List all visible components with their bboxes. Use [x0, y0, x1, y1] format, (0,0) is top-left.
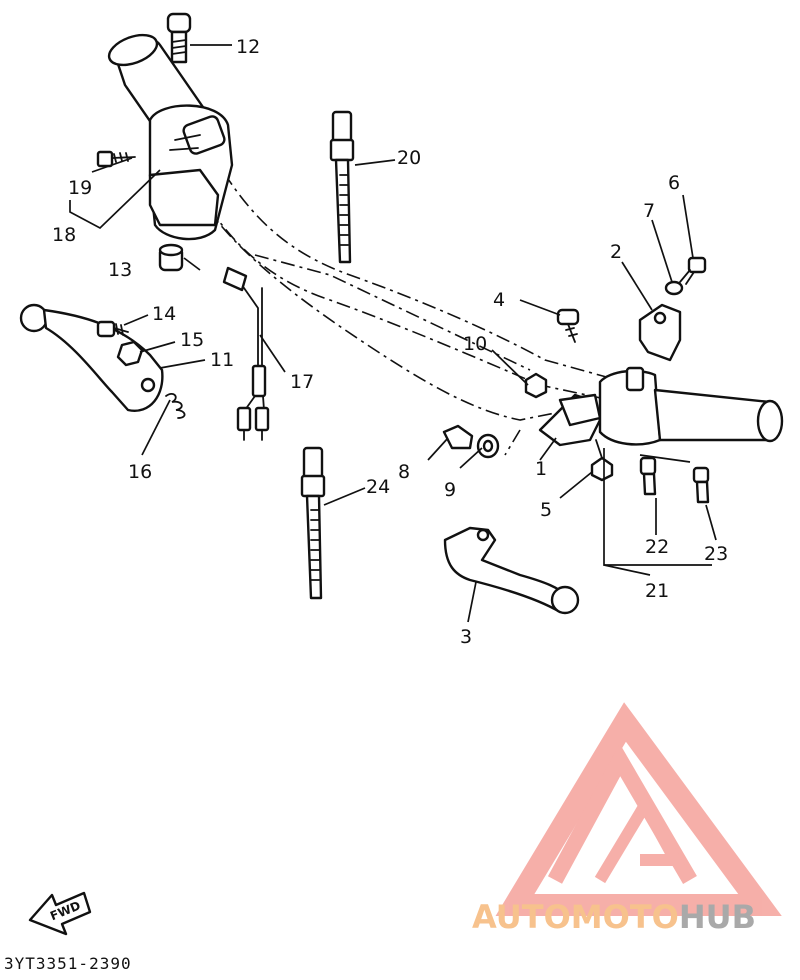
callout-11: 11 — [210, 349, 234, 371]
callout-23: 23 — [704, 543, 728, 565]
bolt-8 — [442, 424, 474, 450]
screw-23 — [692, 466, 710, 504]
master-cylinder-1 — [538, 393, 602, 447]
callout-3: 3 — [460, 626, 472, 648]
nut-15 — [116, 340, 144, 367]
callout-14: 14 — [152, 303, 176, 325]
screw-22 — [639, 456, 657, 496]
callout-18: 18 — [52, 224, 76, 246]
cable-tie-20 — [329, 110, 355, 264]
callout-12: 12 — [236, 36, 260, 58]
leader-lines — [69, 44, 717, 623]
callout-7: 7 — [643, 200, 655, 222]
callout-16: 16 — [128, 461, 152, 483]
callout-2: 2 — [610, 241, 622, 263]
handlebar-outline — [194, 149, 611, 456]
callout-20: 20 — [397, 147, 421, 169]
bolt-14 — [96, 320, 129, 338]
washer-9 — [476, 433, 500, 459]
automotohub-logo — [495, 702, 782, 916]
nut-10 — [524, 372, 548, 399]
callout-1: 1 — [535, 458, 547, 480]
callout-17: 17 — [290, 371, 314, 393]
callout-8: 8 — [398, 461, 410, 483]
nut-5 — [590, 439, 614, 482]
callout-13: 13 — [108, 259, 132, 281]
callout-6: 6 — [668, 172, 680, 194]
right-throttle-housing — [598, 366, 784, 446]
screw-19 — [96, 150, 136, 168]
callout-9: 9 — [444, 479, 456, 501]
spring-16 — [165, 392, 186, 419]
cable-tie-24 — [300, 446, 326, 600]
callout-15: 15 — [180, 329, 204, 351]
clutch-lever-11 — [19, 303, 164, 412]
bolt-12 — [166, 12, 192, 64]
grommet-13 — [158, 243, 184, 272]
bolt-4 — [556, 308, 580, 343]
watermark-brand: AUTOMOTOHUB — [472, 898, 756, 936]
callout-4: 4 — [493, 289, 505, 311]
callouts: 1 2 3 4 5 6 7 8 9 10 11 12 13 14 15 16 1… — [52, 36, 728, 648]
drawing-code: 3YT3351-2390 — [4, 954, 132, 973]
callout-19: 19 — [68, 177, 92, 199]
fwd-arrow-icon: FWD — [28, 891, 92, 936]
callout-5: 5 — [540, 499, 552, 521]
holder-2 — [638, 303, 682, 362]
washer-7 — [664, 280, 684, 296]
brake-lever-3 — [443, 526, 580, 615]
screw-6 — [679, 256, 707, 285]
callout-10: 10 — [463, 333, 487, 355]
callout-21: 21 — [645, 580, 669, 602]
switch-lead-17 — [222, 266, 270, 441]
callout-24: 24 — [366, 476, 390, 498]
left-handlebar-switch — [148, 104, 234, 241]
callout-22: 22 — [645, 536, 669, 558]
